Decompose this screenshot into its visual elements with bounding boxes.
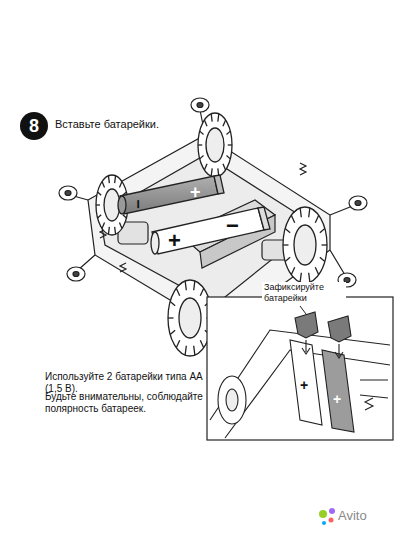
tread-line xyxy=(285,229,290,233)
polarity-sign: − xyxy=(226,215,239,237)
tread-line xyxy=(119,182,121,188)
tread-line xyxy=(285,257,290,261)
tread-line xyxy=(204,164,207,170)
tread-line xyxy=(114,227,116,234)
tread-line xyxy=(228,144,232,145)
tread-line xyxy=(291,215,294,222)
tread-line xyxy=(185,346,186,355)
tread-line xyxy=(300,208,301,217)
polarity-sign: − xyxy=(130,199,146,208)
tread-line xyxy=(200,155,204,158)
tread-line xyxy=(300,273,301,282)
tread-line xyxy=(309,208,310,217)
tread-line xyxy=(170,330,175,334)
tread-line xyxy=(98,192,102,195)
tread-line xyxy=(320,257,325,261)
inset-detail xyxy=(207,297,393,440)
tread-line xyxy=(176,340,179,347)
tread-line xyxy=(114,176,116,183)
tread-line xyxy=(96,204,100,205)
note-text: Будьте внимательны, соблюдайте полярност… xyxy=(45,391,210,415)
tread-line xyxy=(194,346,195,355)
tread-line xyxy=(320,229,325,233)
tread-line xyxy=(108,227,110,234)
tread-line xyxy=(194,281,195,290)
tread-line xyxy=(176,288,179,295)
tread-line xyxy=(200,288,203,295)
step-number-circle: 8 xyxy=(20,112,48,140)
tread-line xyxy=(200,131,204,134)
tread-line xyxy=(168,317,174,318)
polarity-sign: + xyxy=(333,392,341,406)
tread-line xyxy=(119,223,121,229)
watermark: Avito xyxy=(338,509,367,522)
tread-line xyxy=(211,114,213,122)
polarity-sign: + xyxy=(168,230,181,252)
tread-line xyxy=(315,267,318,274)
polarity-sign: + xyxy=(300,378,308,392)
tread-line xyxy=(98,215,102,218)
tread-line xyxy=(185,281,186,290)
tread-line xyxy=(200,340,203,347)
tread-line xyxy=(198,144,202,145)
polarity-sign: + xyxy=(190,183,201,201)
tread-line xyxy=(283,244,289,245)
tread-line xyxy=(291,267,294,274)
tread-line xyxy=(170,302,175,306)
tread-line xyxy=(223,164,226,170)
tread-line xyxy=(204,120,207,126)
tread-line xyxy=(309,273,310,282)
tread-line xyxy=(211,168,213,176)
callout-text: Зафиксируйте батарейки xyxy=(262,282,346,304)
tread-line xyxy=(123,215,127,218)
tread-line xyxy=(223,120,226,126)
tread-line xyxy=(315,215,318,222)
tread-line xyxy=(108,176,110,183)
tread-line xyxy=(102,223,104,229)
batteries xyxy=(118,175,270,254)
step-number: 8 xyxy=(29,117,39,135)
watermark-logo xyxy=(319,508,335,525)
tread-line xyxy=(217,114,219,122)
tread-line xyxy=(226,155,230,158)
tread-line xyxy=(322,244,328,245)
tread-line xyxy=(226,131,230,134)
tread-line xyxy=(102,182,104,188)
step-title: Вставьте батарейки. xyxy=(55,118,159,131)
